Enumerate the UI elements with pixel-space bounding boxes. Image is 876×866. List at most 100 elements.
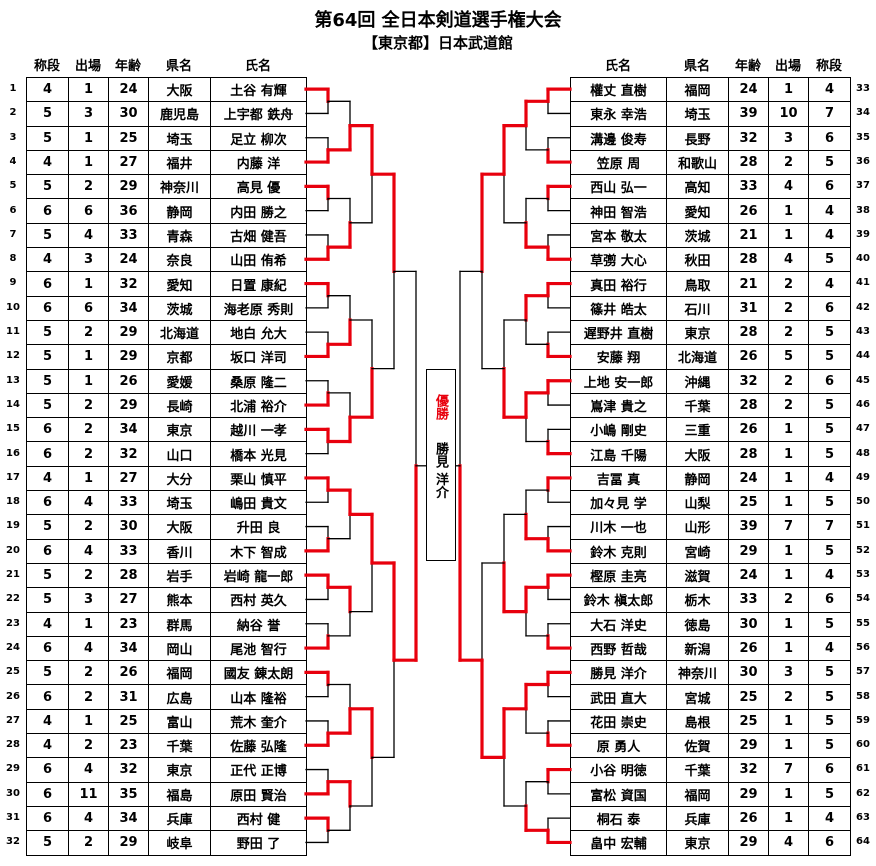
cell-apps: 2 [68, 417, 109, 443]
cell-name: 日置 康紀 [210, 271, 307, 297]
cell-age: 35 [108, 781, 149, 807]
cell-dan: 6 [808, 174, 851, 200]
cell-apps: 1 [768, 562, 809, 589]
entry-number: 10 [6, 301, 20, 313]
cell-age: 23 [108, 733, 149, 759]
cell-apps: 2 [768, 149, 809, 176]
cell-dan: 6 [26, 757, 69, 783]
entry-number: 22 [6, 593, 20, 605]
cell-pref: 静岡 [666, 465, 729, 492]
cell-dan: 6 [808, 125, 851, 151]
cell-name: 權丈 直樹 [570, 76, 667, 103]
cell-dan: 5 [808, 660, 851, 686]
cell-apps: 2 [768, 368, 809, 394]
cell-dan: 6 [808, 368, 851, 394]
entry-number: 9 [9, 277, 17, 289]
entry-number: 57 [856, 666, 870, 678]
cell-apps: 3 [768, 660, 809, 686]
cell-age: 28 [728, 247, 769, 273]
cell-dan: 4 [26, 465, 69, 492]
cell-dan: 5 [26, 125, 69, 151]
cell-pref: 茨城 [666, 222, 729, 249]
cell-dan: 7 [808, 514, 851, 540]
cell-pref: 愛知 [666, 198, 729, 224]
cell-age: 21 [728, 271, 769, 297]
cell-pref: 神奈川 [148, 174, 211, 200]
cell-pref: 千葉 [148, 733, 211, 759]
cell-apps: 2 [68, 660, 109, 686]
entry-number: 60 [856, 739, 870, 751]
cell-apps: 4 [768, 830, 809, 856]
cell-apps: 2 [768, 295, 809, 321]
cell-apps: 1 [68, 125, 109, 151]
cell-age: 29 [728, 830, 769, 856]
cell-apps: 1 [768, 76, 809, 103]
cell-pref: 東京 [666, 319, 729, 346]
cell-dan: 5 [808, 417, 851, 443]
entry-number: 11 [6, 326, 20, 337]
cell-age: 23 [108, 611, 149, 637]
cell-dan: 4 [808, 76, 851, 103]
entry-number: 2 [9, 107, 17, 119]
cell-pref: 長野 [666, 125, 729, 151]
cell-pref: 山口 [148, 441, 211, 467]
entry-number: 63 [856, 812, 870, 823]
cell-name: 土谷 有輝 [210, 76, 307, 103]
cell-dan: 6 [808, 295, 851, 321]
cell-age: 36 [108, 198, 149, 224]
cell-age: 26 [108, 368, 149, 394]
cell-pref: 青森 [148, 222, 211, 249]
cell-pref: 埼玉 [148, 490, 211, 516]
entry-number: 3 [9, 131, 17, 143]
cell-name: 武田 直大 [570, 684, 667, 710]
cell-age: 33 [728, 587, 769, 613]
cell-pref: 徳島 [666, 611, 729, 637]
cell-apps: 1 [768, 490, 809, 516]
cell-name: 野田 了 [210, 830, 307, 856]
cell-apps: 1 [768, 222, 809, 249]
cell-dan: 5 [26, 514, 69, 540]
cell-age: 24 [728, 465, 769, 492]
cell-pref: 茨城 [148, 295, 211, 321]
cell-dan: 5 [808, 490, 851, 516]
cell-apps: 2 [768, 684, 809, 710]
cell-dan: 4 [808, 198, 851, 224]
entry-number: 37 [856, 180, 870, 192]
cell-age: 24 [108, 76, 149, 103]
cell-dan: 6 [26, 805, 69, 832]
cell-pref: 福井 [148, 149, 211, 176]
cell-pref: 栃木 [666, 587, 729, 613]
cell-apps: 1 [768, 805, 809, 832]
header-apps-right: 出場 [774, 59, 801, 74]
cell-dan: 7 [808, 101, 851, 127]
cell-apps: 7 [768, 757, 809, 783]
entry-number: 36 [856, 155, 870, 167]
cell-dan: 4 [808, 271, 851, 297]
cell-dan: 5 [26, 368, 69, 394]
cell-apps: 3 [68, 101, 109, 127]
entry-number: 6 [9, 204, 17, 216]
cell-pref: 熊本 [148, 587, 211, 613]
entry-number: 58 [856, 690, 870, 702]
entry-number: 39 [856, 228, 870, 240]
cell-dan: 5 [26, 222, 69, 249]
cell-pref: 愛知 [148, 271, 211, 297]
